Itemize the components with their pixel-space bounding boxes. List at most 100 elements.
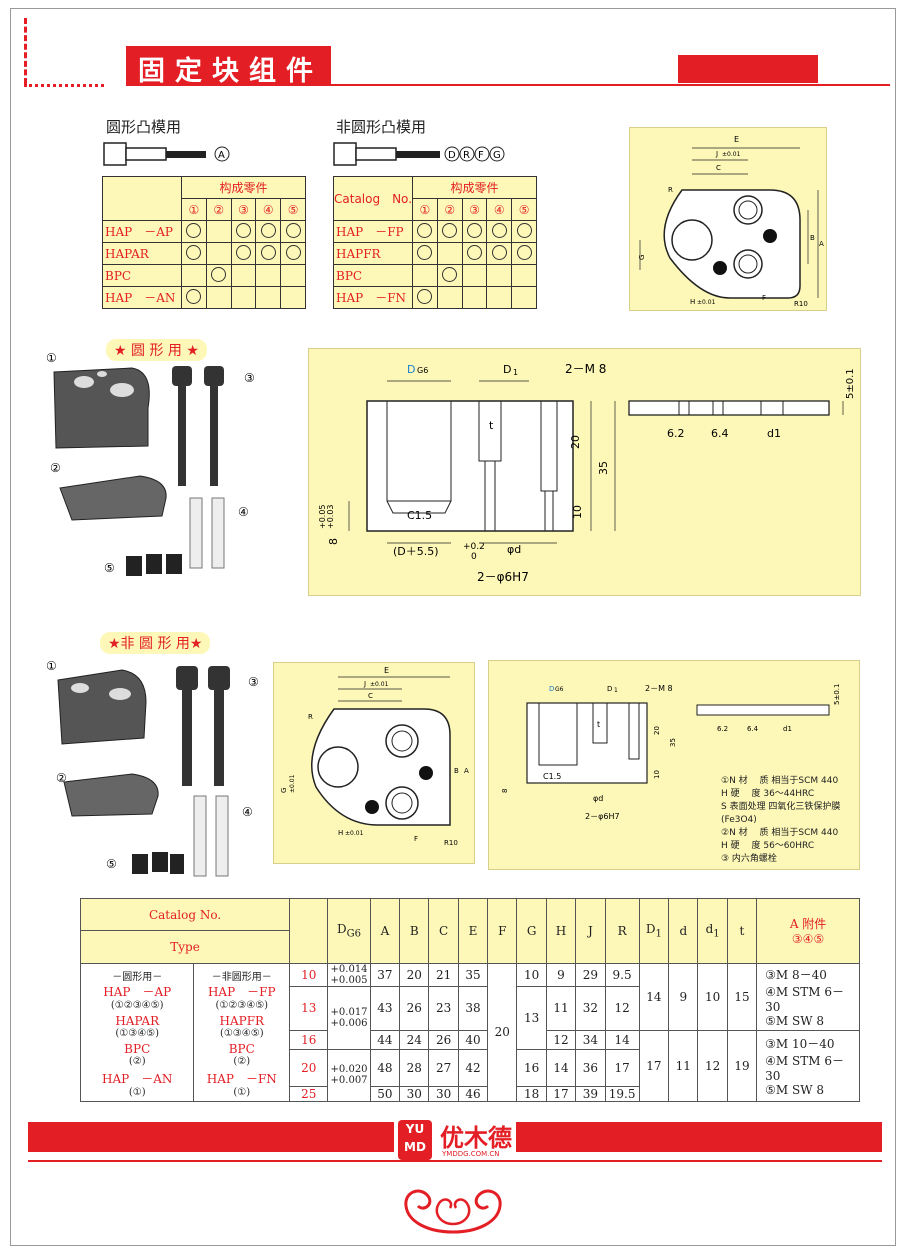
- spec-col-j: J: [575, 898, 606, 964]
- small-dim-phid: φd: [593, 794, 603, 803]
- part-num-4: ④: [238, 505, 249, 519]
- type-name: HAP －FN: [206, 1071, 277, 1086]
- comp-cell: [255, 264, 282, 287]
- spec-col-e: E: [457, 898, 489, 964]
- spec-cell: 40: [457, 1029, 489, 1050]
- spec-cell: 20: [399, 962, 430, 987]
- spec-cell: 11: [668, 1029, 699, 1102]
- spec-cell: 26: [428, 1029, 459, 1050]
- included-mark: [442, 266, 458, 282]
- comp-cell: [436, 286, 463, 309]
- small-dim-62: 6.2: [717, 725, 728, 733]
- mid-dim-a: A: [464, 767, 469, 775]
- mid-dim-r10: R10: [444, 839, 458, 847]
- spec-col-h: H: [545, 898, 577, 964]
- comp-cell: [511, 286, 537, 309]
- dim-8: 8: [327, 538, 340, 545]
- included-mark: [285, 244, 301, 260]
- table-row: HAPAR: [102, 242, 306, 265]
- comp-row-label: HAP －FP: [333, 220, 413, 243]
- spec-col-b: B: [399, 898, 430, 964]
- type-name: HAP －AN: [102, 1071, 173, 1086]
- comp-row-label: HAP －FN: [333, 286, 413, 309]
- spec-cell: 25: [289, 1085, 329, 1102]
- dim-d1-sub: 1: [513, 368, 518, 377]
- small-dim-20: 20: [653, 726, 661, 735]
- comp-cell: [255, 286, 282, 309]
- part-num-4b: ④: [242, 805, 253, 819]
- comp-cell: [412, 264, 438, 287]
- spec-cell: +0.017+0.006: [327, 985, 371, 1050]
- part-num-5b: ⑤: [106, 857, 117, 871]
- spec-cell: 10: [516, 962, 547, 987]
- dim-r10: R10: [794, 300, 808, 308]
- dim-j-tol: ±0.01: [722, 151, 741, 158]
- comp-row-label: BPC: [102, 264, 182, 287]
- spec-cell: 48: [369, 1048, 401, 1087]
- spec-cell: +0.020+0.007: [327, 1048, 371, 1102]
- small-dim-t: t: [597, 720, 600, 729]
- comp-cell: [436, 220, 463, 243]
- dim-10: 10: [571, 505, 584, 519]
- spec-cell: 12: [545, 1029, 577, 1050]
- small-dim-d1: D: [607, 685, 612, 693]
- comp-cell: [280, 242, 306, 265]
- comp-cell: [511, 242, 537, 265]
- dim-dg6: D: [407, 363, 415, 376]
- dim-b: B: [810, 234, 815, 242]
- footer-logo-box: YU MD: [398, 1120, 432, 1160]
- spec-cell: 28: [399, 1048, 430, 1087]
- included-mark: [466, 244, 482, 260]
- table-row: HAP －FN: [333, 286, 537, 309]
- mid-dim-r: R: [308, 713, 313, 721]
- included-mark: [417, 222, 433, 238]
- small-dim-8: 8: [501, 789, 509, 793]
- included-mark: [417, 288, 433, 304]
- mid-dim-j: J: [363, 680, 366, 688]
- comp-cell: [412, 220, 438, 243]
- material-note: (Fe3O4): [721, 815, 757, 825]
- type-name: HAP －AP: [103, 984, 172, 999]
- comp-row-label: HAPAR: [102, 242, 182, 265]
- type-name: HAP －FP: [207, 984, 276, 999]
- spec-cell: +0.014+0.005: [327, 962, 371, 987]
- spec-col-c: C: [428, 898, 459, 964]
- plan-drawing-mid-svg: E J ±0.01 C R B A G ±0.01 H ±0.01 F R10: [280, 666, 469, 847]
- spec-cell: 9: [668, 962, 699, 1031]
- ornament-icon: [404, 1189, 502, 1234]
- comp-cell: [205, 242, 232, 265]
- comp-col-4: ④: [255, 198, 282, 221]
- comp-cell: [205, 264, 232, 287]
- corner-decoration: [24, 18, 31, 84]
- comp-cell: [181, 264, 207, 287]
- mid-dim-h-tol: ±0.01: [345, 830, 364, 837]
- dim-t: t: [489, 419, 494, 432]
- dim-5: 5±0.1: [845, 368, 856, 399]
- comp-header: 构成零件: [412, 176, 537, 199]
- comp-cell: [461, 264, 488, 287]
- dim-62: 6.2: [667, 427, 685, 440]
- mid-dim-f: F: [414, 835, 418, 843]
- spec-cell: 20: [487, 962, 518, 1102]
- section-drawing-small-svg: D G6 D 1 2－M 8 t 20 35 10 C1.5 8 φd 2－φ6…: [501, 684, 841, 821]
- dim-35: 35: [597, 461, 610, 475]
- comp-col-2: ②: [205, 198, 232, 221]
- page-frame: [10, 8, 896, 1246]
- comp-cell: [461, 242, 488, 265]
- table-row: HAP －AN: [102, 286, 306, 309]
- spec-col-dg6: DG6: [327, 898, 371, 964]
- comp-cell: [280, 264, 306, 287]
- comp-cell: [255, 242, 282, 265]
- table-row: HAPFR: [333, 242, 537, 265]
- part-num-2b: ②: [56, 771, 67, 785]
- material-note: ③ 内六角螺栓: [721, 854, 777, 864]
- parts-photo-round: ① ③ ② ④ ⑤: [46, 351, 255, 576]
- dim-r: R: [668, 186, 673, 194]
- spec-cell: 17: [545, 1085, 577, 1102]
- included-mark: [417, 244, 433, 260]
- dim-8-tol-a: +0.05: [318, 504, 327, 529]
- comp-col-2: ②: [436, 198, 463, 221]
